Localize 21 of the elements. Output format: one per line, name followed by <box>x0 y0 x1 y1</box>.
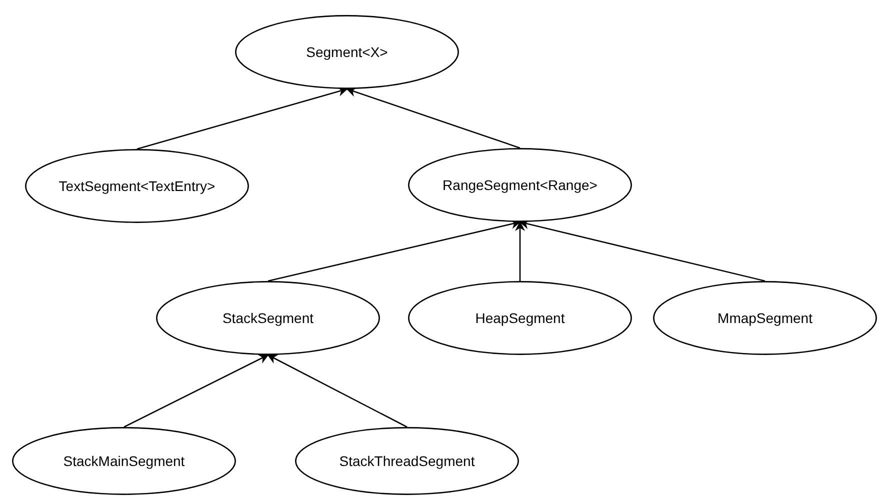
class-ellipse <box>408 281 632 355</box>
class-name: StackThreadSegment <box>339 453 475 469</box>
class-name: TextSegment<TextEntry> <box>58 178 216 194</box>
inheritance-arrow <box>267 354 408 428</box>
class-ellipse <box>295 427 519 495</box>
class-name: StackMainSegment <box>63 453 185 469</box>
class-ellipse <box>235 15 459 89</box>
class-name: HeapSegment <box>475 310 565 326</box>
inheritance-arrow <box>346 87 520 149</box>
class-name: StackSegment <box>222 310 314 326</box>
class-ellipse <box>653 281 877 355</box>
inheritance-arrow <box>124 354 269 428</box>
inheritance-arrow <box>515 221 525 281</box>
class-ellipse <box>156 281 380 355</box>
class-name: Segment<X> <box>306 44 388 60</box>
inheritance-arrow <box>136 86 348 150</box>
class-ellipse <box>12 427 236 495</box>
class-ellipse <box>408 148 632 222</box>
class-ellipse <box>25 149 249 223</box>
class-name: RangeSegment<Range> <box>442 177 598 193</box>
class-name: MmapSegment <box>718 310 812 326</box>
